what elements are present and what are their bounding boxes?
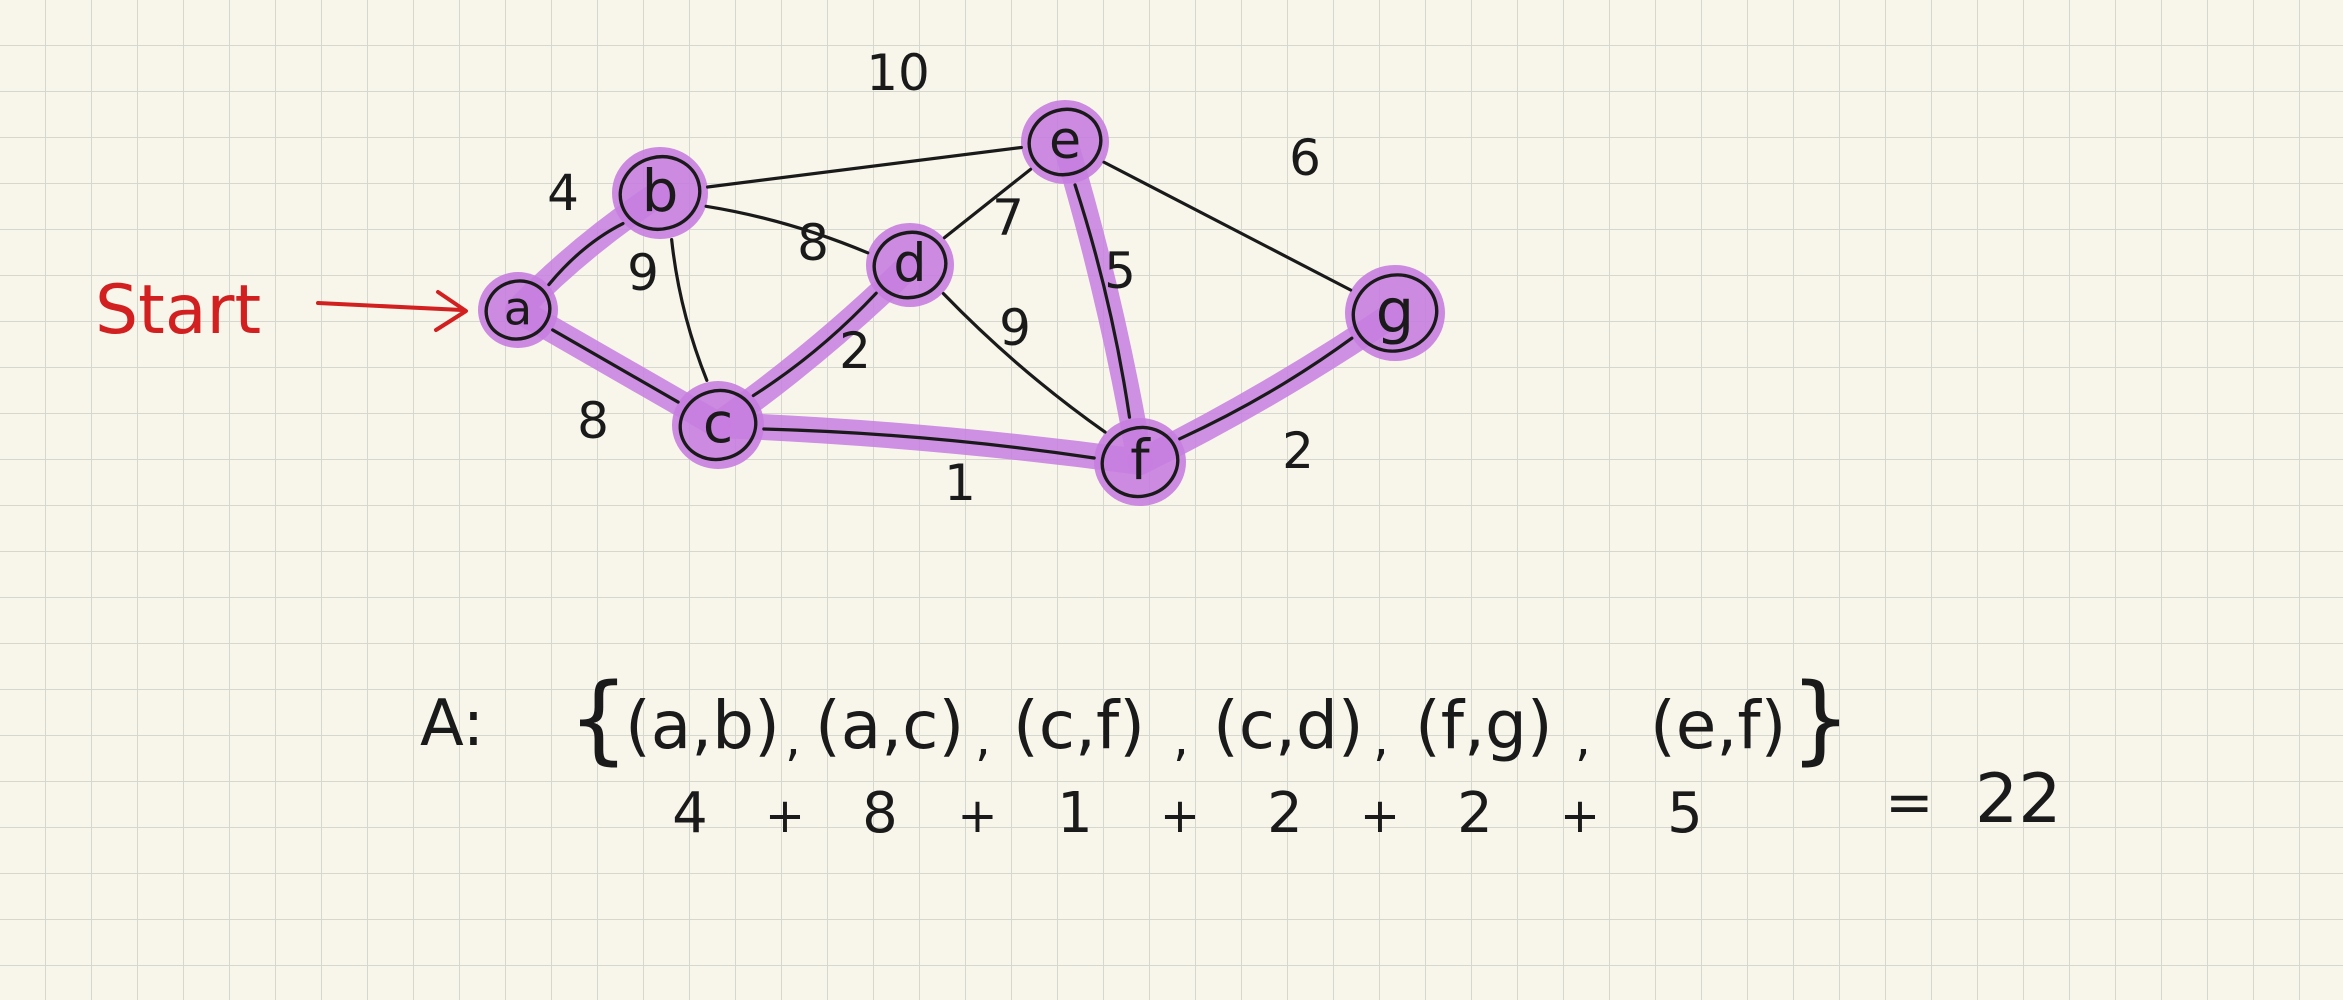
edge-e-g — [1102, 160, 1353, 292]
edge-a-c — [551, 328, 680, 404]
mst-result: A: { } (a,b),(a,c),(c,f),(c,d),(f,g),(e,… — [420, 663, 2062, 846]
result-weight-2: 1 — [1057, 781, 1093, 846]
edge-weights-layer: 4 8 9 8 10 2 1 7 9 5 6 2 — [547, 44, 1321, 512]
result-pair-4: (f,g) — [1415, 687, 1553, 764]
node-highlight-d — [866, 223, 954, 307]
node-highlight-a — [478, 272, 558, 348]
node-highlight-f — [1094, 418, 1186, 506]
node-d-circle — [872, 230, 948, 300]
result-open-brace: { — [568, 663, 629, 775]
edge-b-d — [704, 204, 870, 255]
start-label: Start — [95, 271, 261, 350]
node-g-circle — [1351, 273, 1439, 353]
result-weight-5: 5 — [1667, 781, 1703, 846]
result-pair-2: (c,f) — [1013, 687, 1145, 764]
start-arrow-shaft — [316, 301, 464, 312]
node-b-circle — [618, 155, 702, 231]
edge-a-b — [547, 221, 625, 287]
edge-weight-d-f: 9 — [999, 299, 1031, 357]
edge-weight-f-g: 2 — [1282, 422, 1314, 480]
edge-weight-a-c: 8 — [577, 392, 609, 450]
result-pair-3: (c,d) — [1213, 687, 1364, 764]
node-highlight-c — [672, 381, 764, 469]
edge-weight-a-b: 4 — [547, 164, 579, 222]
edge-d-f — [941, 292, 1107, 434]
result-plus-0: + — [765, 788, 805, 844]
node-e-circle — [1027, 107, 1103, 177]
edge-weight-c-d: 2 — [839, 322, 871, 380]
nodes-layer: a b c d e f g — [484, 107, 1439, 499]
result-pair-separator-0: , — [785, 709, 801, 767]
edge-c-f — [762, 427, 1096, 460]
node-highlight-b — [612, 147, 708, 239]
node-f-circle — [1100, 425, 1180, 499]
edge-b-c — [670, 237, 709, 382]
result-pair-5: (e,f) — [1650, 687, 1786, 764]
node-highlight-e — [1021, 100, 1109, 184]
edge-c-d — [751, 291, 878, 398]
node-highlight-g — [1345, 265, 1445, 361]
node-c-circle — [678, 388, 758, 462]
edge-weight-b-c: 9 — [627, 244, 659, 302]
edge-weight-e-f: 5 — [1104, 242, 1136, 300]
node-g-label: g — [1376, 276, 1415, 347]
result-close-brace: } — [1790, 663, 1851, 775]
result-sum: 4 +8 +1 +2 +2 +5 — [672, 781, 1703, 846]
edges-layer — [547, 145, 1354, 460]
result-plus-3: + — [1360, 788, 1400, 844]
start-marker: Start — [95, 271, 468, 350]
node-a-circle — [484, 279, 552, 341]
edge-e-f — [1073, 183, 1132, 419]
result-weight-0: 4 — [672, 781, 708, 846]
node-b-label: b — [642, 157, 679, 225]
result-weight-4: 2 — [1457, 781, 1493, 846]
result-total: 22 — [1975, 760, 2062, 839]
edge-weight-c-f: 1 — [944, 454, 976, 512]
result-pair-separator-3: , — [1373, 709, 1389, 767]
node-d-label: d — [893, 234, 926, 294]
edge-d-e — [942, 167, 1033, 240]
result-label: A: — [420, 687, 484, 761]
result-plus-1: + — [957, 788, 997, 844]
edge-weight-d-e: 7 — [992, 189, 1024, 247]
result-weight-1: 8 — [862, 781, 898, 846]
node-f-label: f — [1130, 428, 1151, 492]
result-equals: = — [1885, 768, 1934, 836]
result-pair-0: (a,b) — [625, 687, 780, 764]
node-a-label: a — [504, 281, 532, 335]
result-pair-separator-1: , — [975, 709, 991, 767]
result-pair-separator-2: , — [1173, 709, 1189, 767]
edge-weight-e-g: 6 — [1289, 129, 1321, 187]
start-arrow-head — [434, 290, 468, 332]
node-c-label: c — [703, 391, 733, 455]
edge-b-e — [706, 145, 1023, 189]
result-pair-separator-4: , — [1575, 709, 1591, 767]
edge-f-g — [1178, 336, 1354, 441]
result-pair-1: (a,c) — [815, 687, 964, 764]
edge-weight-b-d: 8 — [797, 214, 829, 272]
result-weight-3: 2 — [1267, 781, 1303, 846]
result-plus-4: + — [1560, 788, 1600, 844]
result-plus-2: + — [1160, 788, 1200, 844]
result-pairs: (a,b),(a,c),(c,f),(c,d),(f,g),(e,f) — [625, 687, 1786, 767]
edge-weight-b-e: 10 — [866, 44, 930, 102]
node-e-label: e — [1049, 111, 1081, 171]
